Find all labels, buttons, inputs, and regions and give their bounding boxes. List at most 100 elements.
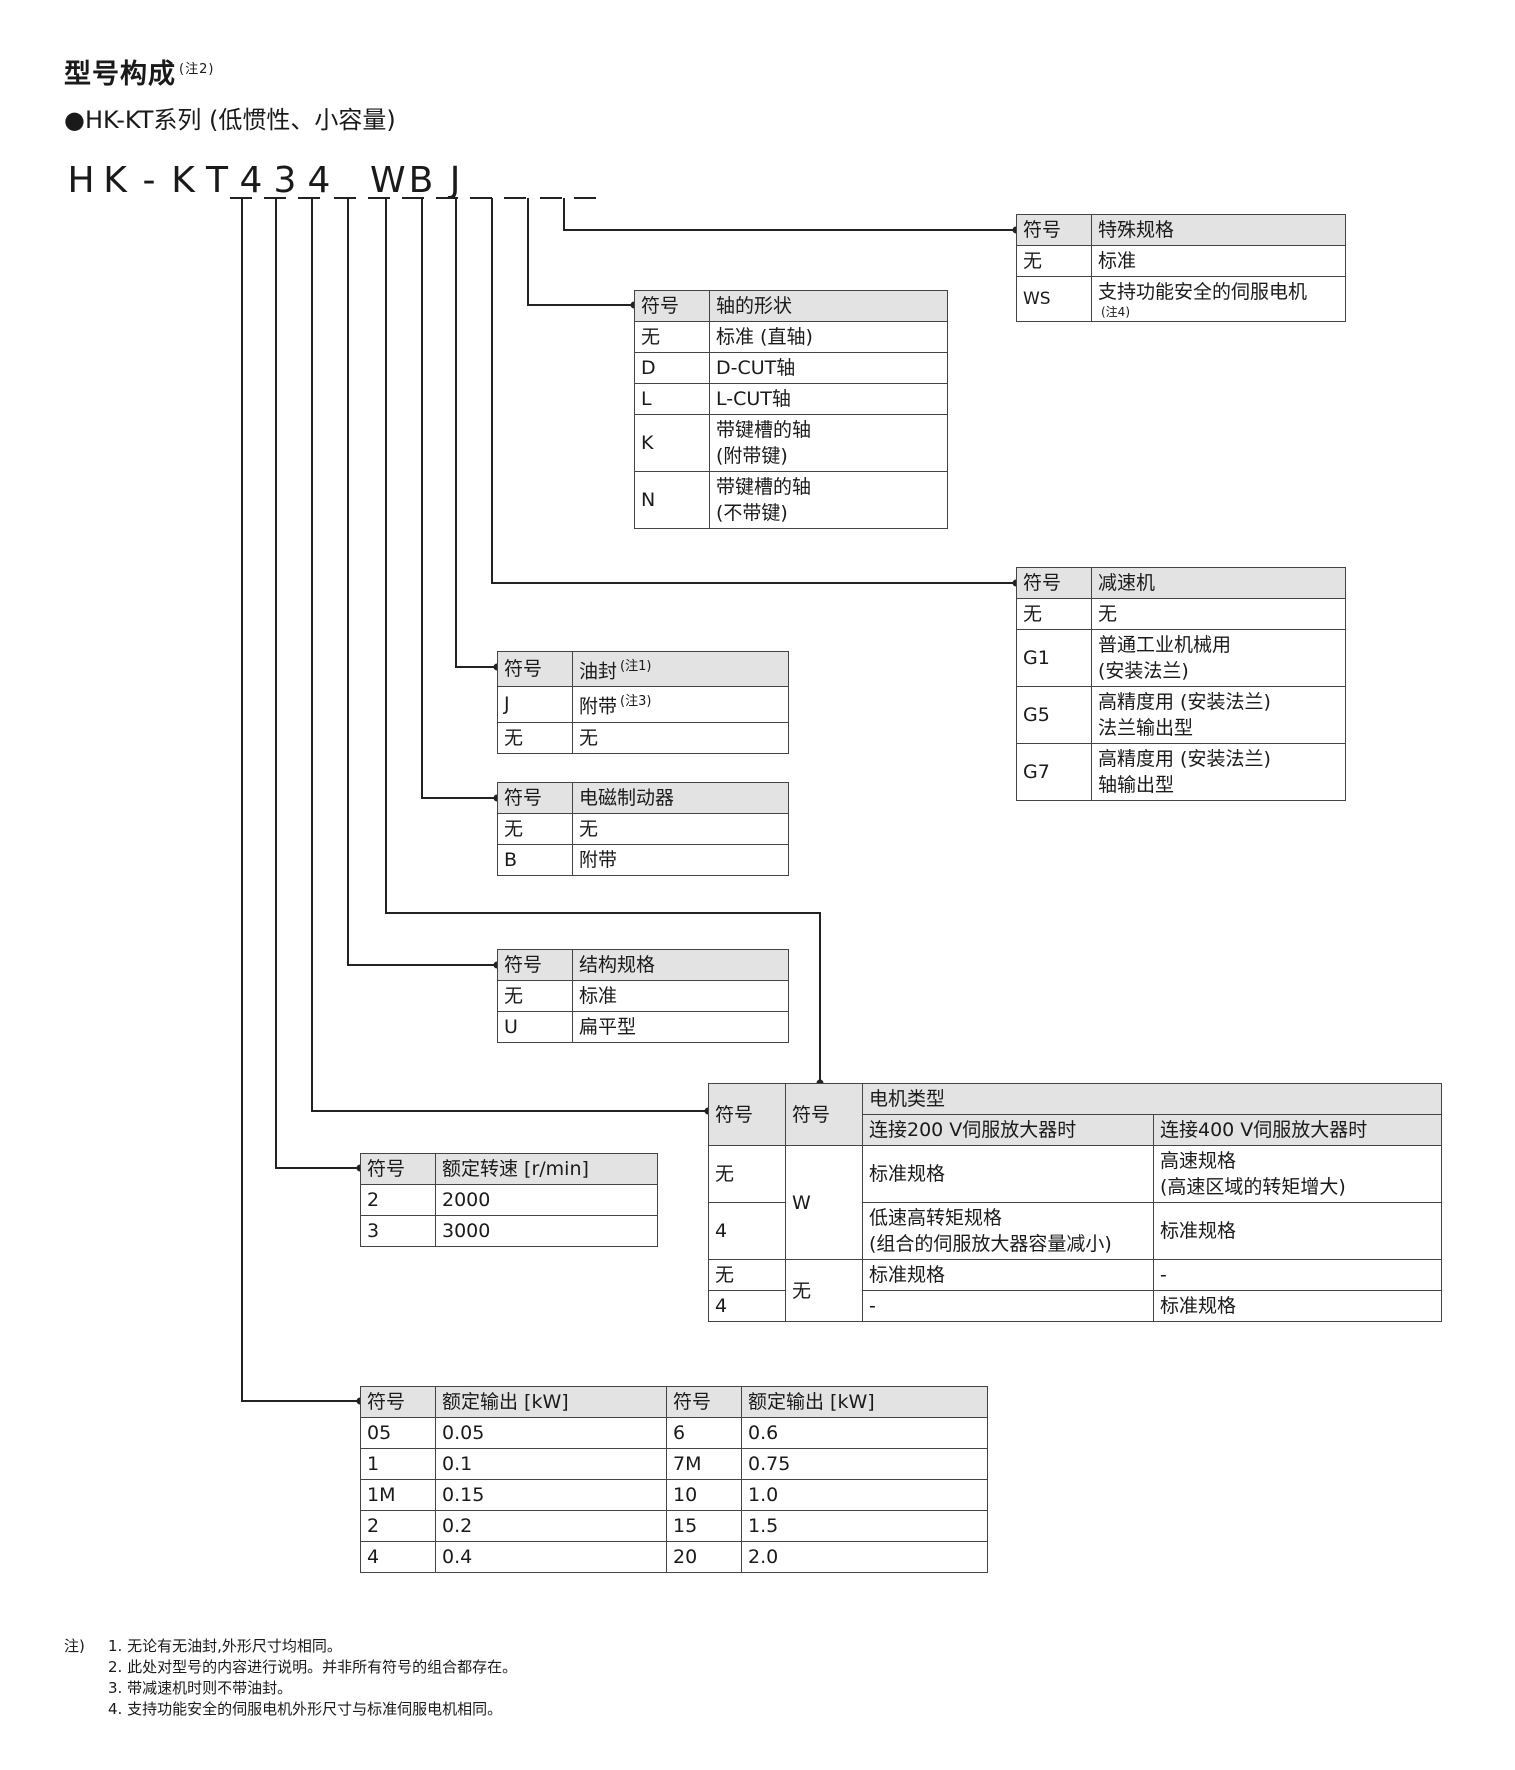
header-motor-type: 电机类型 <box>862 1083 1442 1115</box>
cell-value: 0.4 <box>435 1541 667 1573</box>
table-row: 无 标准 <box>1016 245 1346 277</box>
cell-symbol: WS <box>1016 276 1092 322</box>
header-symbol: 符号 <box>634 290 710 322</box>
cell-symbol: 05 <box>360 1417 436 1449</box>
cell-desc: D-CUT轴 <box>709 352 948 384</box>
cell-symbol: D <box>634 352 710 384</box>
cell-symbol: 2 <box>360 1510 436 1542</box>
cell-400v: 标准规格 <box>1153 1290 1442 1322</box>
cell-desc: 普通工业机械用 (安装法兰) <box>1091 629 1346 687</box>
connector-output <box>241 198 360 1402</box>
footnote-item: 3. 带减速机时则不带油封。 <box>108 1679 293 1697</box>
connector-shaft <box>527 198 634 306</box>
cell-desc: 高精度用 (安装法兰) 法兰输出型 <box>1091 686 1346 744</box>
cell-symbol: 无 <box>497 813 573 845</box>
header-rated-output: 额定输出 [kW] <box>435 1386 667 1418</box>
cell-symbol: 20 <box>666 1541 742 1573</box>
cell-group-none: 无 <box>785 1259 863 1322</box>
cell-symbol: N <box>634 471 710 529</box>
cell-desc: 支持功能安全的伺服电机 <box>1098 281 1308 303</box>
cell-note: (注4) <box>1101 305 1130 319</box>
cell-desc: 附带 <box>572 844 789 876</box>
table-row: 无无 <box>497 721 789 754</box>
cell-symbol: G1 <box>1016 629 1092 687</box>
header-oil-seal-note: (注1) <box>620 659 652 674</box>
cell-symbol: 无 <box>708 1145 786 1203</box>
cell-symbol: 7M <box>666 1448 742 1480</box>
cell-value: 0.75 <box>741 1448 988 1480</box>
header-symbol: 符号 <box>497 782 573 814</box>
header-structure: 结构规格 <box>572 949 789 981</box>
cell-symbol: 3 <box>360 1215 436 1247</box>
model-code-char: K <box>103 160 127 201</box>
header-oil-seal: 油封(注1) <box>572 650 789 688</box>
header-200v: 连接200 V伺服放大器时 <box>862 1114 1154 1146</box>
cell-symbol: 10 <box>666 1479 742 1511</box>
table-row: 4 - 标准规格 <box>708 1290 1442 1322</box>
header-brake: 电磁制动器 <box>572 782 789 814</box>
cell-desc: 标准 <box>572 980 789 1012</box>
cell-symbol: K <box>634 414 710 472</box>
cell-symbol: G7 <box>1016 743 1092 801</box>
page-title: 型号构成(注2) <box>64 52 214 91</box>
cell-symbol: 无 <box>634 321 710 353</box>
model-code-char: K <box>171 160 195 201</box>
model-code-char: J <box>449 160 461 201</box>
header-symbol: 符号 <box>708 1083 786 1146</box>
cell-symbol: 无 <box>497 721 573 754</box>
cell-symbol: 无 <box>1016 245 1092 277</box>
table-row: 无标准 <box>497 980 789 1012</box>
table-motor-type: 符号 符号 电机类型 连接200 V伺服放大器时 连接400 V伺服放大器时 无… <box>708 1083 1442 1322</box>
footnote-item: 4. 支持功能安全的伺服电机外形尺寸与标准伺服电机相同。 <box>108 1700 503 1718</box>
model-code-char: T <box>206 160 228 201</box>
page-title-text: 型号构成 <box>64 59 176 90</box>
cell-desc: 带键槽的轴 (不带键) <box>709 471 948 529</box>
header-symbol: 符号 <box>360 1153 436 1185</box>
cell-400v: - <box>1153 1259 1442 1291</box>
table-row: 无无 <box>497 813 789 845</box>
cell-symbol: 4 <box>708 1290 786 1322</box>
connector-motor-type <box>385 198 821 1083</box>
footnotes-label: 注) <box>64 1637 85 1655</box>
footnote-item: 2. 此处对型号的内容进行说明。并非所有符号的组合都存在。 <box>108 1658 518 1676</box>
cell-symbol: 2 <box>360 1184 436 1216</box>
cell-desc-group: 支持功能安全的伺服电机 (注4) <box>1091 276 1346 322</box>
footnote-list: 1. 无论有无油封,外形尺寸均相同。 2. 此处对型号的内容进行说明。并非所有符… <box>64 1636 517 1720</box>
cell-400v: 高速规格 (高速区域的转矩增大) <box>1153 1145 1442 1203</box>
header-symbol: 符号 <box>497 949 573 981</box>
cell-desc: L-CUT轴 <box>709 383 948 415</box>
connector-oil-seal <box>455 198 497 668</box>
connector-reducer <box>491 198 1016 584</box>
model-code-char: 4 <box>239 160 263 201</box>
cell-symbol: 无 <box>1016 598 1092 630</box>
cell-value: 0.6 <box>741 1417 988 1449</box>
cell-group-w: W <box>785 1145 863 1260</box>
header-symbol: 符号 <box>1016 567 1092 599</box>
cell-value: 3000 <box>435 1215 658 1247</box>
connector-special <box>563 198 1016 231</box>
cell-symbol: 无 <box>708 1259 786 1291</box>
connector-speed <box>275 198 360 1169</box>
cell-value: 1.5 <box>741 1510 988 1542</box>
table-row: 无无 <box>1016 598 1346 630</box>
cell-value: 0.2 <box>435 1510 667 1542</box>
series-subtitle: ●HK-KT系列 (低惯性、小容量) <box>64 106 396 134</box>
header-symbol-2: 符号 <box>785 1083 863 1146</box>
header-symbol: 符号 <box>497 650 573 688</box>
header-rated-speed: 额定转速 [r/min] <box>435 1153 658 1185</box>
